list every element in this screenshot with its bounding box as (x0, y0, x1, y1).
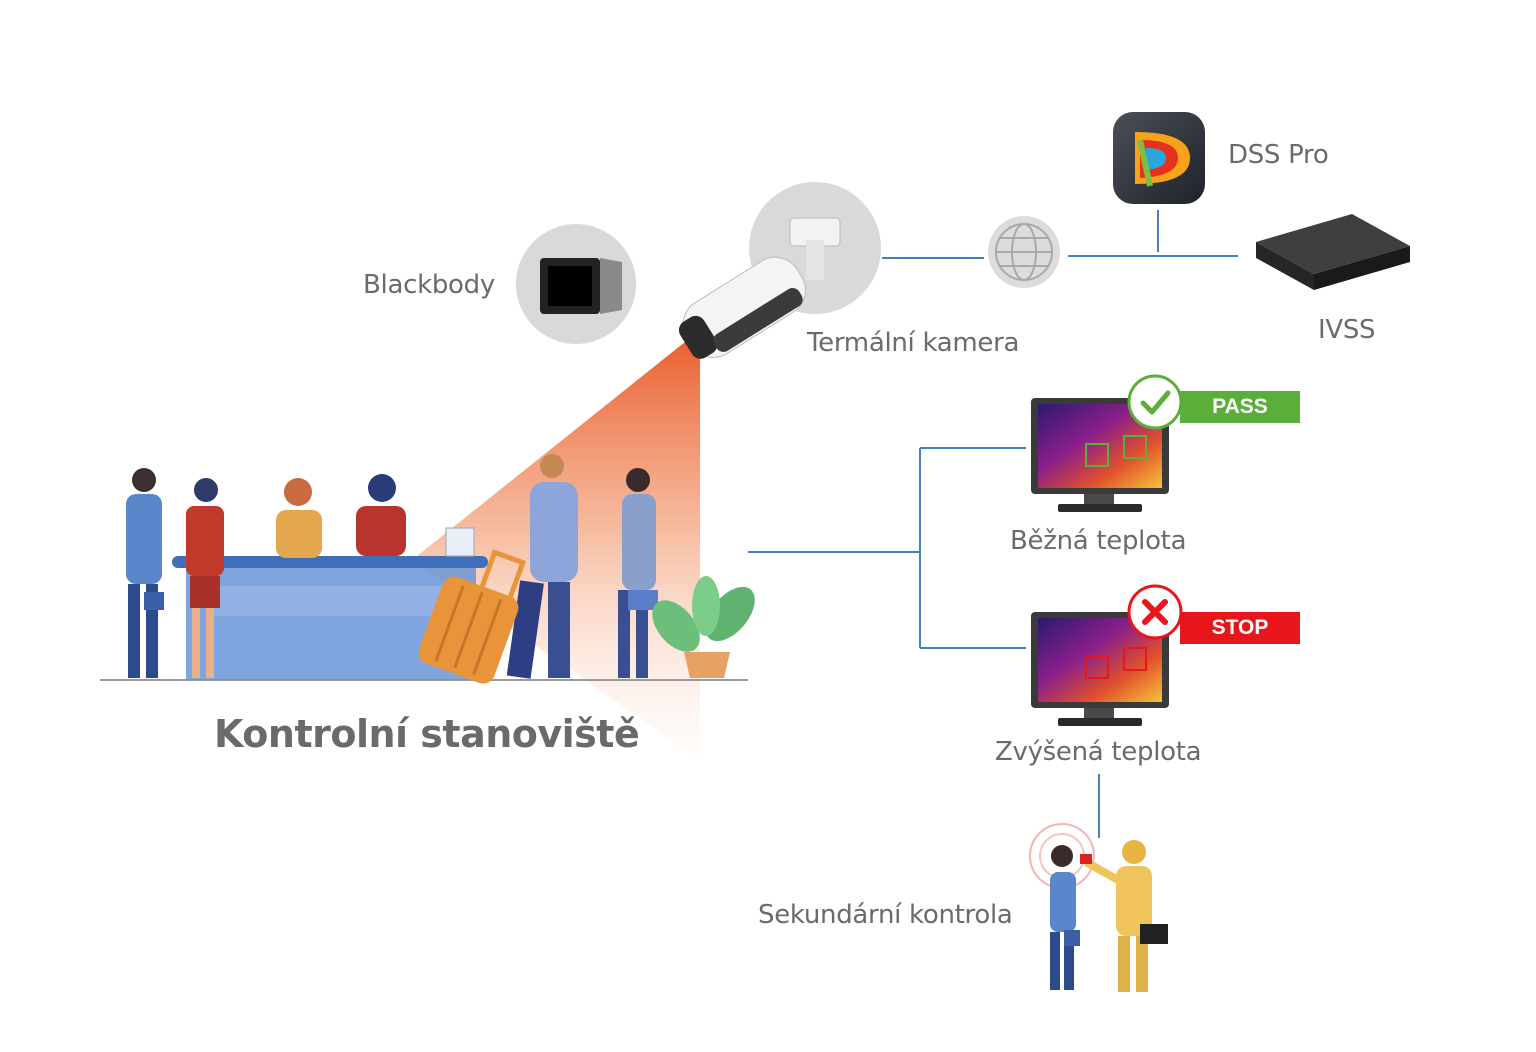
thermal-camera-icon (678, 182, 881, 359)
pass-check-icon (1127, 374, 1183, 430)
blackbody-label: Blackbody (363, 270, 495, 300)
dss-pro-label: DSS Pro (1228, 140, 1329, 170)
elevated-temp-label: Zvýšená teplota (995, 737, 1202, 767)
monitor-elevated (1031, 612, 1169, 726)
pass-badge: PASS (1180, 391, 1300, 423)
stop-badge: STOP (1180, 612, 1300, 644)
thermal-camera-label: Termální kamera (807, 328, 1020, 358)
checkpoint-title: Kontrolní stanoviště (214, 712, 640, 756)
dss-pro-icon (1113, 112, 1205, 204)
ivss-label: IVSS (1318, 315, 1376, 345)
network-globe-icon (988, 216, 1060, 288)
network-lines (882, 210, 1238, 259)
normal-temp-label: Běžná teplota (1010, 526, 1187, 556)
monitor-normal (1031, 398, 1169, 512)
checkpoint-desk-scene (100, 454, 755, 684)
stop-x-icon (1127, 584, 1183, 640)
branch-lines (748, 447, 1100, 838)
secondary-check-scene (1029, 823, 1168, 992)
ivss-device-icon (1256, 214, 1410, 290)
blackbody-icon (516, 224, 636, 344)
secondary-check-label: Sekundární kontrola (758, 900, 1013, 930)
